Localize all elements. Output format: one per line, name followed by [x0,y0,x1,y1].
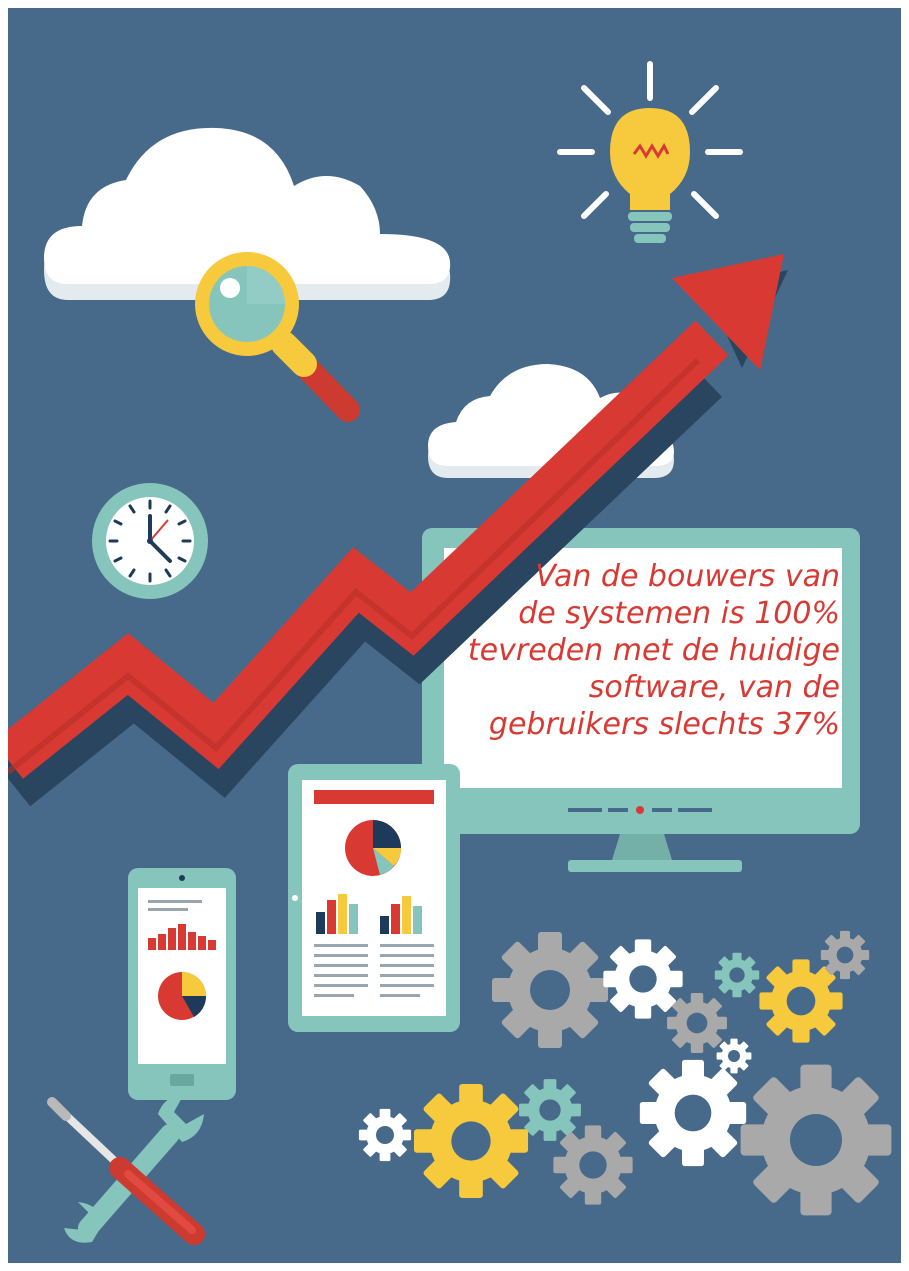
lightbulb-body [610,108,690,243]
bar-chart-icon [316,894,422,934]
pie-chart-icon [345,820,401,876]
monitor-caption: Van de bouwers van de systemen is 100% t… [448,558,840,743]
caption-line-5: gebruikers slechts 37% [488,707,840,742]
caption-line-1: Van de bouwers van [535,559,840,594]
screwdriver-icon [47,1097,205,1245]
infographic-poster: Van de bouwers van de systemen is 100% t… [8,8,901,1263]
cloud-icon [44,127,451,300]
clock-icon [92,483,208,599]
growth-arrow-icon [8,254,788,807]
tablet-text-lines [314,944,434,997]
phone-icon [128,868,236,1100]
illustration [8,61,892,1245]
caption-line-3: tevreden met de huidige [467,633,840,668]
magnifier-icon [195,252,360,422]
lightbulb-icon [557,61,743,219]
caption-line-2: de systemen is 100% [518,596,840,631]
caption-line-4: software, van de [588,670,840,705]
tablet-icon [288,764,460,1032]
